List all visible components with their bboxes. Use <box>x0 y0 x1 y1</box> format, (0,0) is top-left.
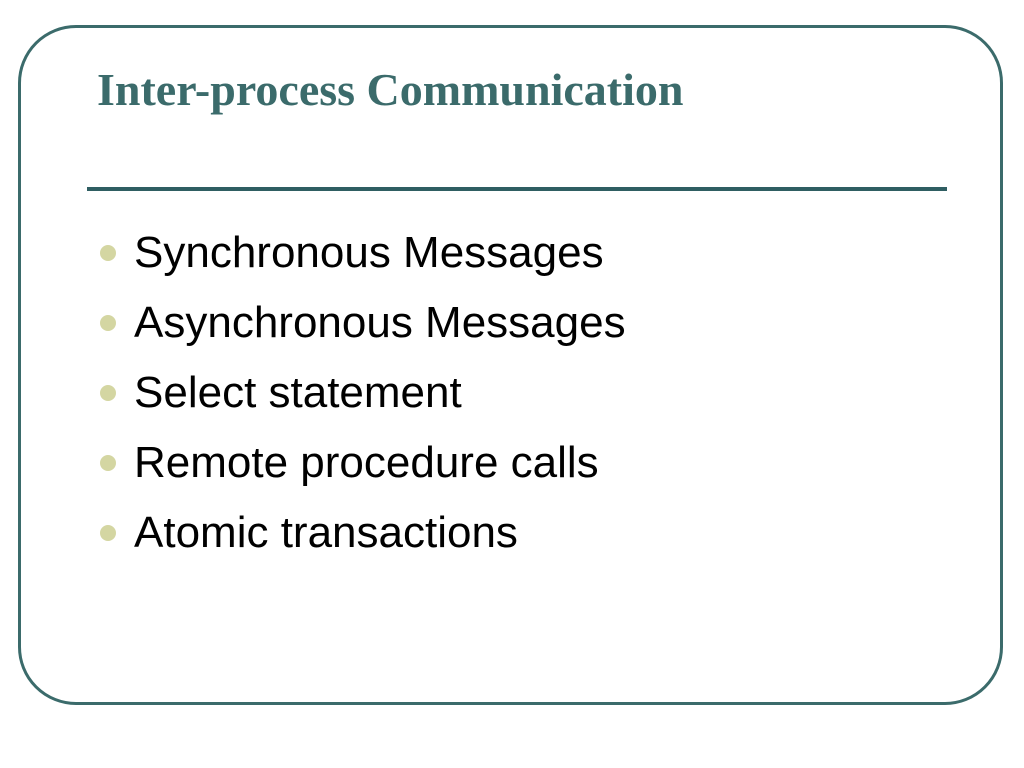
bullet-dot-icon <box>100 455 116 471</box>
bullet-item-atomic-transactions: Atomic transactions <box>100 498 626 568</box>
bullet-text: Atomic transactions <box>134 508 518 557</box>
title-divider <box>87 187 947 191</box>
slide-title: Inter-process Communication <box>97 64 684 115</box>
bullet-item-asynchronous-messages: Asynchronous Messages <box>100 288 626 358</box>
bullet-text: Remote procedure calls <box>134 438 599 487</box>
bullet-item-select-statement: Select statement <box>100 358 626 428</box>
bullet-text: Asynchronous Messages <box>134 298 626 347</box>
bullet-text: Synchronous Messages <box>134 228 604 277</box>
bullet-list: Synchronous Messages Asynchronous Messag… <box>100 218 626 568</box>
slide-frame <box>18 25 1003 705</box>
bullet-item-remote-procedure-calls: Remote procedure calls <box>100 428 626 498</box>
bullet-text: Select statement <box>134 368 462 417</box>
bullet-dot-icon <box>100 385 116 401</box>
bullet-dot-icon <box>100 245 116 261</box>
bullet-dot-icon <box>100 315 116 331</box>
bullet-item-synchronous-messages: Synchronous Messages <box>100 218 626 288</box>
bullet-dot-icon <box>100 525 116 541</box>
